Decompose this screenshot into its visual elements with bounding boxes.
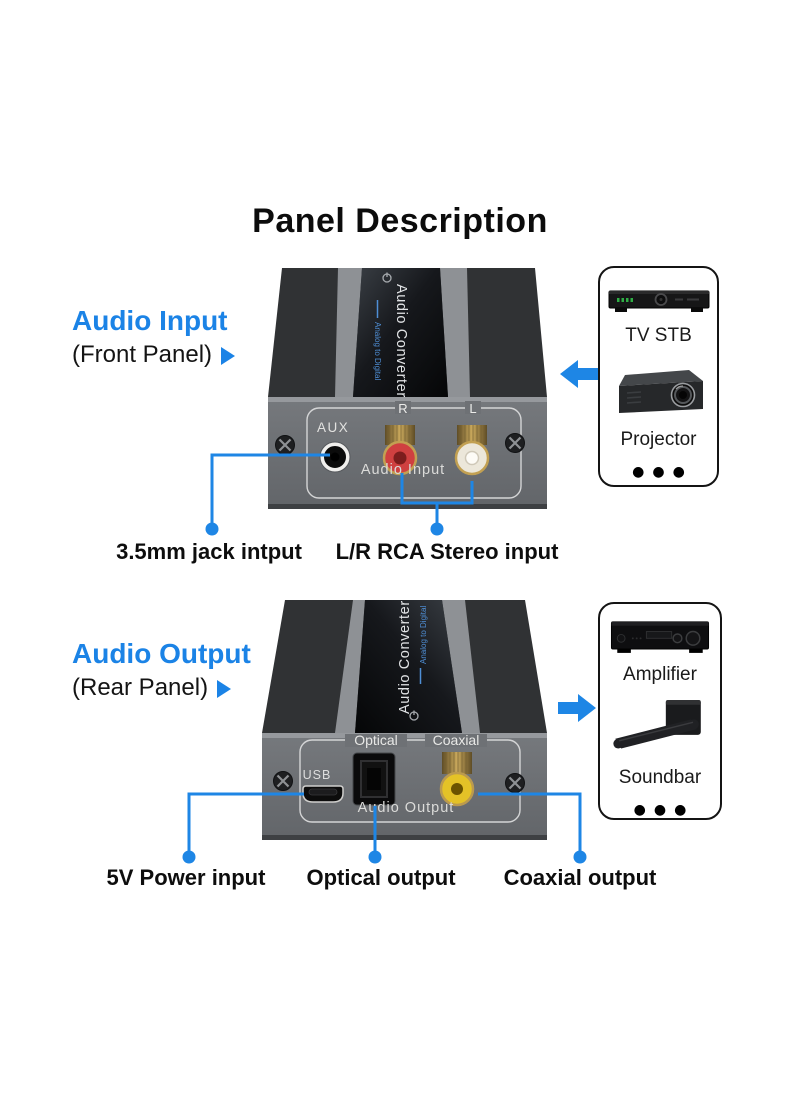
brand-text: Audio Converter <box>397 600 413 714</box>
callout-label-rca: L/R RCA Stereo input <box>335 539 559 564</box>
screw-icon <box>505 433 525 453</box>
more-devices-dots: ●●● <box>632 464 693 480</box>
sink-item-label: Amplifier <box>623 663 697 685</box>
aux-jack-3-5mm <box>319 441 351 473</box>
brand-subtext: Analog to Digital <box>373 322 382 380</box>
more-devices-dots: ●●● <box>633 802 695 818</box>
play-triangle-icon <box>221 347 236 365</box>
r-label: R <box>398 401 407 416</box>
callout-label-optical: Optical output <box>306 865 456 890</box>
output-sinks-box: Amplifier Soundbar ●●● <box>598 602 722 820</box>
left-arrow-icon <box>560 360 598 388</box>
rca-jack-left-white <box>454 425 490 476</box>
panel-title: Audio Input <box>361 462 445 478</box>
brand-text: Audio Converter <box>393 284 409 398</box>
label-patch <box>465 401 481 414</box>
source-item-label: Projector <box>620 429 697 450</box>
brand-subtext: Analog to Digital <box>419 606 428 664</box>
converter-front-illustration: Audio Converter Analog to Digital R L AU… <box>268 268 547 509</box>
rca-jack-right-red <box>382 425 418 476</box>
glossy-strip <box>355 600 462 733</box>
screw-icon <box>505 773 525 793</box>
panel-bottom-edge <box>262 835 547 840</box>
panel-title: Audio Output <box>358 800 455 816</box>
callout-dot <box>368 850 382 864</box>
screw-icon <box>273 771 293 791</box>
converter-front-device: Audio Converter Analog to Digital R L AU… <box>263 262 548 512</box>
sink-item-label: Soundbar <box>618 767 702 788</box>
output-heading-block: Audio Output (Rear Panel) <box>72 638 251 702</box>
l-label: L <box>469 401 476 416</box>
projector-icon <box>618 370 703 413</box>
callout-dot <box>205 522 219 536</box>
usb-label: USB <box>303 768 332 782</box>
input-subheading-row: (Front Panel) <box>72 341 236 369</box>
top-band-right <box>442 600 480 733</box>
tv-stb-icon <box>608 290 709 312</box>
optical-port <box>352 752 396 806</box>
panel-bottom-edge <box>268 504 547 509</box>
callout-dot <box>430 522 444 536</box>
callout-dot <box>573 850 587 864</box>
converter-rear-device: Audio Converter Analog to Digital Optica… <box>257 592 549 844</box>
power-icon <box>409 710 419 721</box>
input-heading: Audio Input <box>72 305 228 336</box>
coaxial-jack-yellow <box>439 752 475 807</box>
amplifier-icon <box>610 621 710 653</box>
callout-dot <box>182 850 196 864</box>
optical-label: Optical <box>354 732 398 748</box>
source-item-label: TV STB <box>625 325 692 346</box>
input-subheading: (Front Panel) <box>72 341 213 368</box>
callout-label-power: 5V Power input <box>106 865 266 890</box>
page-title: Panel Description <box>252 202 548 240</box>
input-sources-box: TV STB Projector ●●● <box>598 266 719 487</box>
panel-edge <box>268 397 547 402</box>
aux-label: AUX <box>317 420 349 435</box>
output-subheading-row: (Rear Panel) <box>72 674 251 702</box>
input-heading-block: Audio Input (Front Panel) <box>72 305 236 369</box>
output-heading: Audio Output <box>72 638 251 669</box>
power-icon <box>382 272 392 283</box>
converter-rear-illustration: Audio Converter Analog to Digital Optica… <box>262 600 547 840</box>
screw-icon <box>275 435 295 455</box>
label-patch <box>345 734 407 747</box>
play-triangle-icon <box>217 680 232 698</box>
soundbar-icon <box>613 699 701 749</box>
callout-label-coaxial: Coaxial output <box>503 865 657 890</box>
label-patch <box>395 401 411 414</box>
output-subheading: (Rear Panel) <box>72 674 209 701</box>
micro-usb-port <box>302 785 344 803</box>
coaxial-label: Coaxial <box>433 732 480 748</box>
callout-label-aux: 3.5mm jack intput <box>116 539 302 564</box>
label-patch <box>425 734 487 747</box>
top-band-right <box>440 268 470 397</box>
right-arrow-icon <box>558 694 596 722</box>
